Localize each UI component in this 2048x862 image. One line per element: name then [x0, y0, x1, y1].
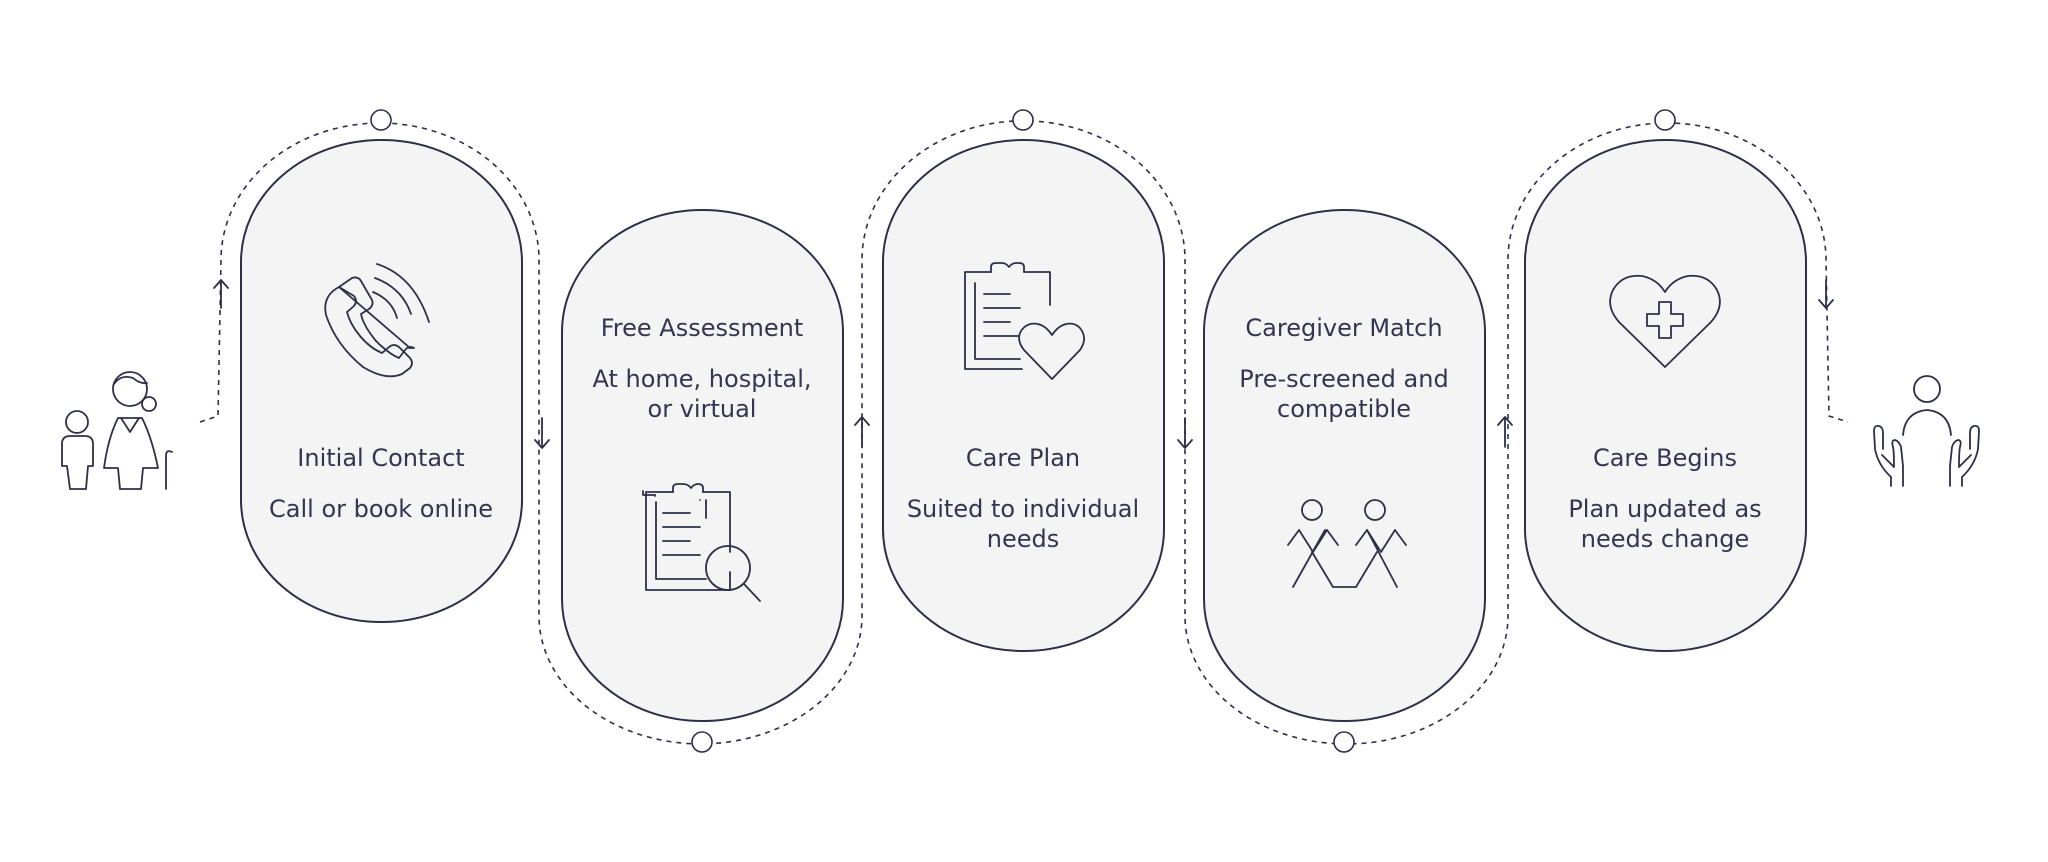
step-care-plan: Care Plan Suited to individual needs [882, 139, 1165, 652]
step-description: needs change [1581, 525, 1749, 553]
step-description: Pre-screened and [1239, 365, 1448, 393]
clipboard-search-icon [642, 483, 761, 602]
step-care-begins: Care Begins Plan updated as needs change [1524, 139, 1807, 652]
step-description: Plan updated as [1568, 495, 1761, 523]
step-title: Initial Contact [297, 444, 464, 472]
family-with-elderly-icon [61, 371, 173, 490]
connector-knobs [370, 109, 1676, 753]
clipboard-heart-icon [964, 262, 1085, 380]
connector-node [1333, 731, 1355, 753]
connector-node [1012, 109, 1034, 131]
step-title: Free Assessment [601, 314, 804, 342]
arrow-up-icon [854, 416, 870, 448]
arrow-up-icon [213, 279, 229, 309]
step-title: Care Plan [966, 444, 1080, 472]
arrow-down-icon [1818, 279, 1834, 309]
arrow-down-icon [1177, 417, 1193, 449]
step-description: compatible [1277, 395, 1411, 423]
step-initial-contact: Initial Contact Call or book online [240, 139, 523, 623]
step-title: Care Begins [1593, 444, 1737, 472]
step-free-assessment: Free Assessment At home, hospital, or vi… [561, 209, 844, 722]
connector-node [370, 109, 392, 131]
connector-node [1654, 109, 1676, 131]
step-description: or virtual [648, 395, 757, 423]
step-description: Call or book online [269, 495, 493, 523]
arrow-down-icon [534, 417, 550, 449]
step-description: Suited to individual [907, 495, 1139, 523]
people-holding-hands-icon [1287, 499, 1407, 588]
direction-arrows [213, 279, 1834, 449]
step-description: needs [987, 525, 1059, 553]
step-title: Caregiver Match [1245, 314, 1442, 342]
caring-hands-person-icon [1873, 375, 1980, 487]
step-caregiver-match: Caregiver Match Pre-screened and compati… [1203, 209, 1486, 722]
connector-node [691, 731, 713, 753]
arrow-up-icon [1497, 416, 1513, 448]
phone-icon [324, 263, 430, 378]
heart-medical-cross-icon [1609, 274, 1721, 368]
step-description: At home, hospital, [592, 365, 811, 393]
